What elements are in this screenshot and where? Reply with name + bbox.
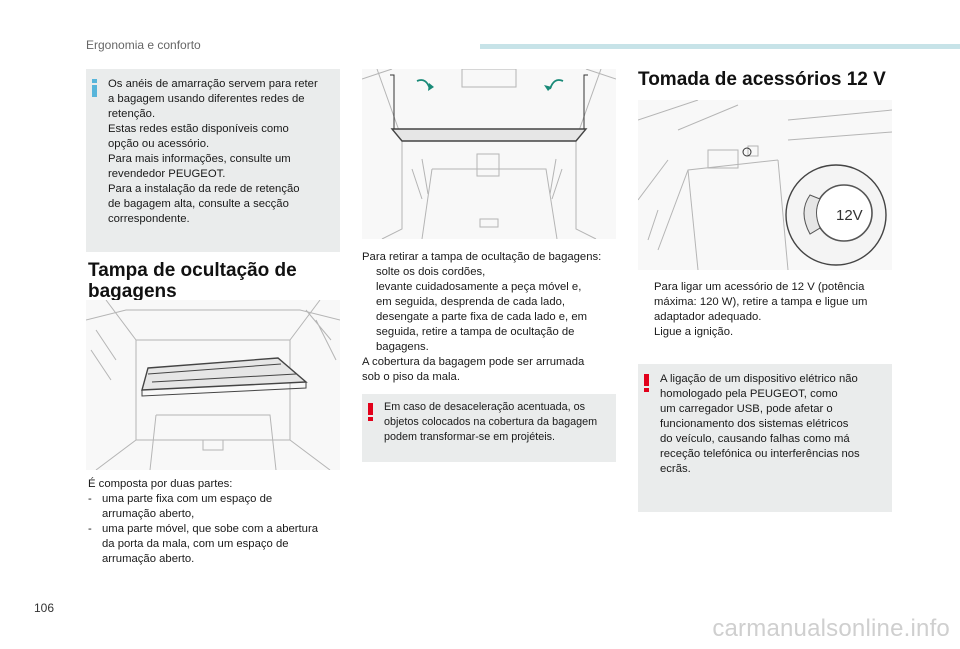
text-line: receção telefónica ou interferências nos bbox=[660, 448, 860, 460]
warning-box-projectiles-text: Em caso de desaceleração acentuada, os ob… bbox=[384, 400, 597, 445]
info-box-text: Os anéis de amarração servem para reter a… bbox=[108, 77, 318, 227]
list-item: levante cuidadosamente a peça móvel e, em… bbox=[362, 280, 624, 310]
list-item-line: Para ligar um acessório de 12 V (potênci… bbox=[654, 281, 865, 293]
list-item-line: Ligue a ignição. bbox=[654, 326, 734, 338]
cover-description: É composta por duas partes: -uma parte f… bbox=[88, 477, 348, 567]
text-line: retenção. bbox=[108, 108, 156, 120]
list-item-line: solte os dois cordões, bbox=[376, 266, 486, 278]
info-box: Os anéis de amarração servem para reter a… bbox=[86, 69, 340, 252]
list-item-line: uma parte móvel, que sobe com a abertura bbox=[102, 523, 319, 535]
text-line: Para mais informações, consulte um bbox=[108, 153, 291, 165]
text-line: do veículo, causando falhas como má bbox=[660, 433, 850, 445]
socket-illustration: 12V bbox=[638, 100, 892, 270]
section-title: Ergonomia e conforto bbox=[86, 38, 201, 52]
list-bullet: - bbox=[88, 523, 92, 535]
list-item-line: arrumação aberto. bbox=[102, 553, 195, 565]
text-line: a bagagem usando diferentes redes de bbox=[108, 93, 305, 105]
text-line: revendedor PEUGEOT. bbox=[108, 168, 226, 180]
warning-box-usb-text: A ligação de um dispositivo elétrico não… bbox=[660, 372, 860, 477]
watermark[interactable]: carmanualsonline.info bbox=[712, 615, 950, 642]
text-line: correspondente. bbox=[108, 213, 190, 225]
text-line: Para a instalação da rede de retenção bbox=[108, 183, 300, 195]
list-item: Ligue a ignição. bbox=[640, 325, 902, 340]
socket-title: Tomada de acessórios 12 V bbox=[638, 69, 886, 90]
list-item-line: uma parte fixa com um espaço de bbox=[102, 493, 273, 505]
text-line: opção ou acessório. bbox=[108, 138, 210, 150]
list-bullet: - bbox=[88, 493, 92, 505]
header-accent-bar bbox=[480, 44, 960, 49]
cover-intro: É composta por duas partes: bbox=[88, 478, 233, 490]
warning-box-usb: A ligação de um dispositivo elétrico não… bbox=[638, 364, 892, 512]
list-item-line: desengate a parte fixa de cada lado e, e… bbox=[376, 311, 588, 323]
text-line: podem transformar-se em projéteis. bbox=[384, 431, 556, 443]
text-line: funcionamento dos sistemas elétricos bbox=[660, 418, 849, 430]
cover-illustration bbox=[86, 300, 340, 470]
socket-instructions: Para ligar um acessório de 12 V (potênci… bbox=[640, 280, 902, 340]
text-line: Estas redes estão disponíveis como bbox=[108, 123, 289, 135]
list-item: solte os dois cordões, bbox=[362, 265, 624, 280]
list-item-line: levante cuidadosamente a peça móvel e, bbox=[376, 281, 582, 293]
removal-instructions: Para retirar a tampa de ocultação de bag… bbox=[362, 250, 624, 385]
text-line: A ligação de um dispositivo elétrico não bbox=[660, 373, 858, 385]
text-line: sob o piso da mala. bbox=[362, 371, 460, 383]
cover-title: Tampa de ocultação de bagagens bbox=[88, 260, 297, 302]
socket-12v-label: 12V bbox=[836, 207, 863, 224]
list-item-line: arrumação aberto, bbox=[102, 508, 195, 520]
removal-intro: Para retirar a tampa de ocultação de bag… bbox=[362, 251, 602, 263]
text-line: ecrãs. bbox=[660, 463, 691, 475]
list-item: Para ligar um acessório de 12 V (potênci… bbox=[640, 280, 902, 325]
list-item-line: seguida, retire a tampa de ocultação de bbox=[376, 326, 575, 338]
list-item-line: bagagens. bbox=[376, 341, 429, 353]
list-item: desengate a parte fixa de cada lado e, e… bbox=[362, 310, 624, 355]
page-number: 106 bbox=[34, 601, 55, 615]
list-item-line: em seguida, desprenda de cada lado, bbox=[376, 296, 566, 308]
list-item: -uma parte móvel, que sobe com a abertur… bbox=[88, 522, 348, 567]
text-line: de bagagem alta, consulte a secção bbox=[108, 198, 289, 210]
list-item-line: da porta da mala, com um espaço de bbox=[102, 538, 289, 550]
warning-box-projectiles: Em caso de desaceleração acentuada, os ob… bbox=[362, 394, 616, 462]
text-line: homologado pela PEUGEOT, como bbox=[660, 388, 838, 400]
cover-title-line-1: Tampa de ocultação de bbox=[88, 260, 297, 281]
list-item: -uma parte fixa com um espaço de arrumaçã… bbox=[88, 492, 348, 522]
list-item-line: máxima: 120 W), retire a tampa e ligue u… bbox=[654, 296, 868, 308]
list-item-line: adaptador adequado. bbox=[654, 311, 762, 323]
warning-mark-icon bbox=[368, 403, 373, 424]
cover-title-line-2: bagagens bbox=[88, 281, 177, 302]
info-mark-icon bbox=[92, 79, 97, 100]
text-line: Em caso de desaceleração acentuada, os bbox=[384, 401, 586, 413]
text-line: um carregador USB, pode afetar o bbox=[660, 403, 833, 415]
warning-mark-icon bbox=[644, 374, 649, 395]
text-line: objetos colocados na cobertura da bagage… bbox=[384, 416, 598, 428]
removal-illustration bbox=[362, 69, 616, 239]
text-line: Os anéis de amarração servem para reter bbox=[108, 78, 318, 90]
text-line: A cobertura da bagagem pode ser arrumada bbox=[362, 356, 585, 368]
